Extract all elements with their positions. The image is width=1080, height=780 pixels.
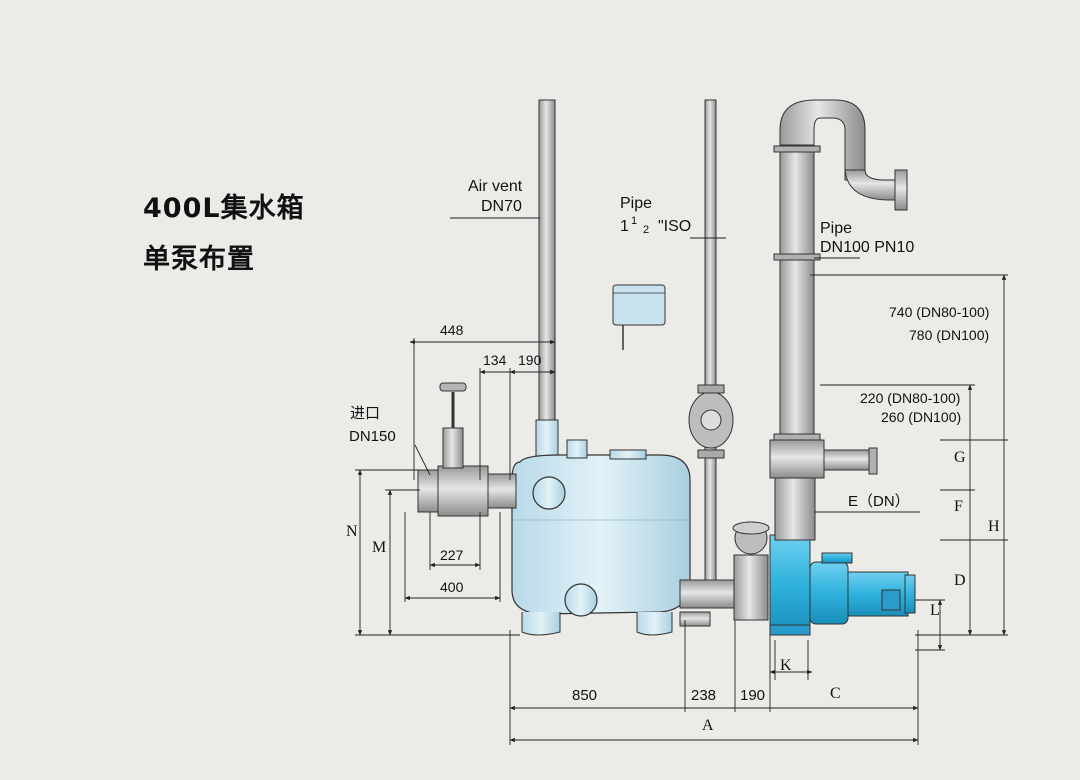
dim-a: A bbox=[702, 717, 714, 734]
dim-134: 134 bbox=[483, 352, 507, 368]
riser-pipe-size-label: DN100 PN10 bbox=[820, 239, 914, 256]
dim-238: 238 bbox=[691, 687, 716, 704]
discharge-line bbox=[679, 521, 770, 627]
riser-pipe bbox=[769, 99, 908, 541]
air-vent-label: Air vent bbox=[468, 178, 523, 195]
small-pipe bbox=[704, 99, 717, 601]
dim-190-top: 190 bbox=[518, 352, 542, 368]
dim-l: L bbox=[930, 602, 940, 619]
dim-220: 220 (DN80-100) bbox=[860, 390, 960, 406]
dim-c: C bbox=[830, 685, 841, 702]
inlet-label: 进口 bbox=[350, 405, 380, 422]
inlet-size-label: DN150 bbox=[349, 428, 396, 445]
small-pipe-label: Pipe bbox=[620, 195, 652, 212]
dim-d: D bbox=[954, 572, 966, 589]
dim-f: F bbox=[954, 498, 963, 515]
pump bbox=[769, 534, 916, 636]
dim-h: H bbox=[988, 518, 1000, 535]
dim-k: K bbox=[780, 657, 792, 674]
float-switch-box bbox=[612, 284, 666, 350]
small-pipe-unit-label: "ISO bbox=[658, 218, 691, 235]
dim-260: 260 (DN100) bbox=[881, 409, 961, 425]
dim-m: M bbox=[372, 539, 386, 556]
dimension-lines bbox=[355, 217, 1008, 745]
dim-740: 740 (DN80-100) bbox=[889, 304, 989, 320]
e-dn-label: E（DN） bbox=[848, 493, 910, 510]
dim-227: 227 bbox=[440, 547, 464, 563]
small-pipe-frac-den: 2 bbox=[643, 224, 649, 236]
collection-tank bbox=[511, 439, 691, 636]
check-valve bbox=[688, 384, 734, 459]
drawing-subtitle: 单泵布置 bbox=[143, 244, 255, 275]
dim-g: G bbox=[954, 449, 966, 466]
dim-780: 780 (DN100) bbox=[909, 327, 989, 343]
dim-850: 850 bbox=[572, 687, 597, 704]
labels: Air vent DN70 Pipe 1 1 2 "ISO Pipe DN100… bbox=[346, 178, 1000, 734]
drawing-title: 400L集水箱 bbox=[143, 193, 305, 224]
dim-190-bottom: 190 bbox=[740, 687, 765, 704]
dim-n: N bbox=[346, 523, 358, 540]
small-pipe-frac-num: 1 bbox=[631, 215, 637, 227]
riser-pipe-label: Pipe bbox=[820, 220, 852, 237]
dim-400: 400 bbox=[440, 579, 464, 595]
air-vent-size-label: DN70 bbox=[481, 198, 522, 215]
inlet-valve bbox=[417, 382, 517, 517]
small-pipe-size-label: 1 bbox=[620, 218, 629, 235]
dim-448: 448 bbox=[440, 322, 464, 338]
